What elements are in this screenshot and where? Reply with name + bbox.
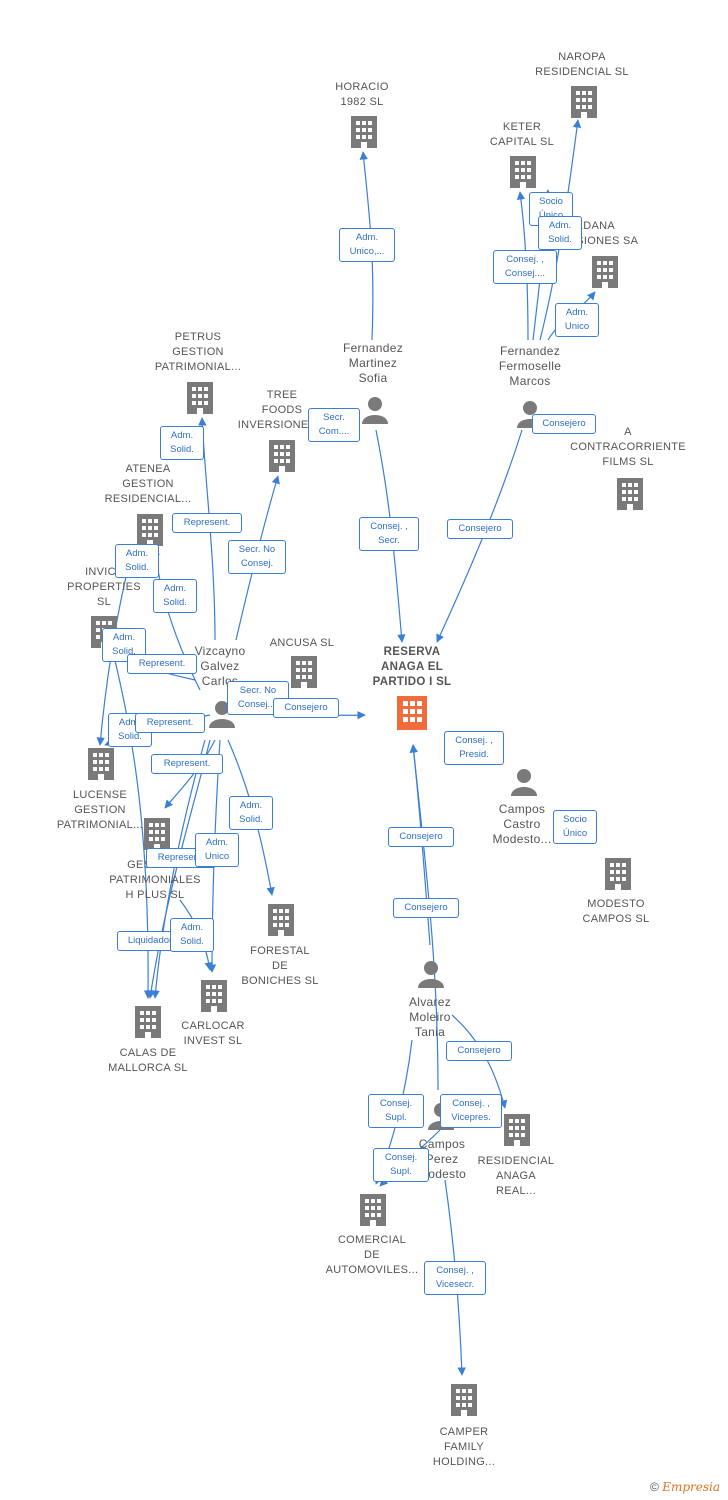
- node-label-horacio[interactable]: HORACIO 1982 SL: [335, 81, 389, 108]
- node-label-reserva[interactable]: RESERVA ANAGA EL PARTIDO I SL: [372, 646, 452, 688]
- edge-label-represent-4[interactable]: Represent.: [151, 754, 223, 774]
- building-icon-calas[interactable]: [135, 1006, 161, 1038]
- edge-label-adm-solid-atenea[interactable]: Adm. Solid.: [115, 544, 159, 578]
- building-icon-atenea[interactable]: [137, 514, 163, 546]
- edge-label-consejero-viz[interactable]: Consejero: [273, 698, 339, 718]
- edge-label-consej-vicepres[interactable]: Consej. , Vicepres.: [440, 1094, 502, 1128]
- edge-label-adm-unico-horacio[interactable]: Adm. Unico,...: [339, 228, 395, 262]
- node-label-contracorriente[interactable]: A CONTRACORRIENTE FILMS SL: [570, 426, 686, 468]
- node-label-campos-perez[interactable]: Campos Perez Modesto: [417, 1137, 467, 1181]
- edge-label-adm-solid-petrus[interactable]: Adm. Solid.: [160, 426, 204, 460]
- edge-label-consej-secr[interactable]: Consej. , Secr.: [359, 517, 419, 551]
- node-label-tree-foods[interactable]: TREE FOODS INVERSIONES...: [237, 389, 327, 431]
- node-label-petrus[interactable]: PETRUS GESTION PATRIMONIAL...: [154, 331, 242, 373]
- edge-label-represent-1[interactable]: Represent.: [172, 513, 242, 533]
- edge-label-adm-solid-calas[interactable]: Adm. Solid.: [170, 918, 214, 952]
- building-nodes: [88, 86, 643, 1416]
- edge-label-consej-presid[interactable]: Consej. , Presid.: [444, 731, 504, 765]
- building-icon-comercial[interactable]: [360, 1194, 386, 1226]
- brand-logo[interactable]: Empresia: [662, 1480, 720, 1494]
- edge-label-represent-3[interactable]: Represent.: [135, 713, 205, 733]
- edge-label-consejero-contra[interactable]: Consejero: [532, 414, 596, 434]
- node-label-fernandez-martinez[interactable]: Fernandez Martinez Sofia: [342, 341, 404, 385]
- building-icon-horacio[interactable]: [351, 116, 377, 148]
- node-label-comercial[interactable]: COMERCIAL DE AUTOMOVILES...: [325, 1234, 419, 1276]
- node-label-sedana[interactable]: SEDANA RSIONES SA: [568, 220, 639, 247]
- node-label-alvarez[interactable]: Alvarez Moleiro Tania: [408, 995, 452, 1039]
- edge-label-adm-solid-keter[interactable]: Adm. Solid.: [538, 216, 582, 250]
- node-label-atenea[interactable]: ATENEA GESTION RESIDENCIAL...: [104, 463, 192, 505]
- copyright-symbol: ©: [650, 1480, 659, 1494]
- node-label-forestal[interactable]: FORESTAL DE BONICHES SL: [241, 945, 319, 987]
- node-label-ancusa[interactable]: ANCUSA SL: [269, 637, 335, 649]
- edge-label-consej-vicesecr[interactable]: Consej. , Vicesecr.: [424, 1261, 486, 1295]
- building-icon-camper[interactable]: [451, 1384, 477, 1416]
- person-icon-campos-castro[interactable]: [511, 769, 537, 796]
- building-icon-residencial-anaga[interactable]: [504, 1114, 530, 1146]
- edge-label-consejero-resid[interactable]: Consejero: [446, 1041, 512, 1061]
- building-icon-contracorriente[interactable]: [617, 478, 643, 510]
- edge-label-consejero-alv2[interactable]: Consejero: [393, 898, 459, 918]
- edge-label-consej-supl-1[interactable]: Consej. Supl.: [368, 1094, 424, 1128]
- node-label-fernandez-fermoselle[interactable]: Fernandez Fermoselle Marcos: [498, 344, 562, 388]
- node-label-residencial-anaga[interactable]: RESIDENCIAL ANAGA REAL...: [477, 1155, 555, 1197]
- building-icon-sedana[interactable]: [592, 256, 618, 288]
- edge-viz-gestora: [164, 739, 216, 809]
- node-label-calas[interactable]: CALAS DE MALLORCA SL: [108, 1047, 188, 1074]
- building-icon-lucense[interactable]: [88, 748, 114, 780]
- edge-label-liquidador[interactable]: Liquidador: [117, 931, 183, 951]
- edge-label-consej-supl-2[interactable]: Consej. Supl.: [373, 1148, 429, 1182]
- node-label-naropa[interactable]: NAROPA RESIDENCIAL SL: [535, 51, 629, 78]
- edge-label-adm-solid-2[interactable]: Adm. Solid.: [153, 579, 197, 613]
- node-label-modesto-campos[interactable]: MODESTO CAMPOS SL: [582, 898, 650, 925]
- edge-label-socio-unico-modesto[interactable]: Socio Único: [553, 810, 597, 844]
- building-icon-modesto-campos[interactable]: [605, 858, 631, 890]
- footer: © Empresia: [650, 1480, 720, 1494]
- edge-label-consej-keter[interactable]: Consej. , Consej....: [493, 250, 557, 284]
- edge-invicta-calas: [109, 639, 153, 999]
- person-icon-alvarez[interactable]: [418, 961, 444, 988]
- building-icon-keter[interactable]: [510, 156, 536, 188]
- edge-viz-calas-2: [151, 739, 206, 999]
- edge-label-secr-no-consej-tree[interactable]: Secr. No Consej.: [228, 540, 286, 574]
- node-label-vizcayno[interactable]: Vizcayno Galvez Carlos: [194, 644, 246, 688]
- edge-label-adm-solid-forestal[interactable]: Adm. Solid.: [229, 796, 273, 830]
- building-icon-forestal[interactable]: [268, 904, 294, 936]
- building-icon-petrus[interactable]: [187, 382, 213, 414]
- edge-label-adm-unico-carlo[interactable]: Adm. Unico: [195, 833, 239, 867]
- edge-label-consejero-ff[interactable]: Consejero: [447, 519, 513, 539]
- node-label-invicta[interactable]: INVICT PROPERTIES SL: [67, 566, 141, 608]
- node-label-carlocar[interactable]: CARLOCAR INVEST SL: [181, 1020, 245, 1047]
- edge-label-secr-com[interactable]: Secr. Com....: [308, 408, 360, 442]
- node-label-lucense[interactable]: LUCENSE GESTION PATRIMONIAL...: [56, 789, 144, 831]
- edge-label-adm-unico-sedana[interactable]: Adm. Unico: [555, 303, 599, 337]
- building-icon-ancusa[interactable]: [291, 656, 317, 688]
- building-icon-carlocar[interactable]: [201, 980, 227, 1012]
- node-label-keter[interactable]: KETER CAPITAL SL: [489, 121, 555, 148]
- edge-label-represent-2[interactable]: Represent.: [127, 654, 197, 674]
- person-icon-fernandez-martinez[interactable]: [362, 397, 388, 424]
- building-icon-naropa[interactable]: [571, 86, 597, 118]
- node-label-camper[interactable]: CAMPER FAMILY HOLDING...: [432, 1426, 496, 1468]
- building-icon-tree-foods[interactable]: [269, 440, 295, 472]
- main-building-node[interactable]: [397, 696, 427, 730]
- node-label-campos-castro[interactable]: Campos Castro Modesto...: [492, 802, 552, 846]
- edge-label-consejero-alv1[interactable]: Consejero: [388, 827, 454, 847]
